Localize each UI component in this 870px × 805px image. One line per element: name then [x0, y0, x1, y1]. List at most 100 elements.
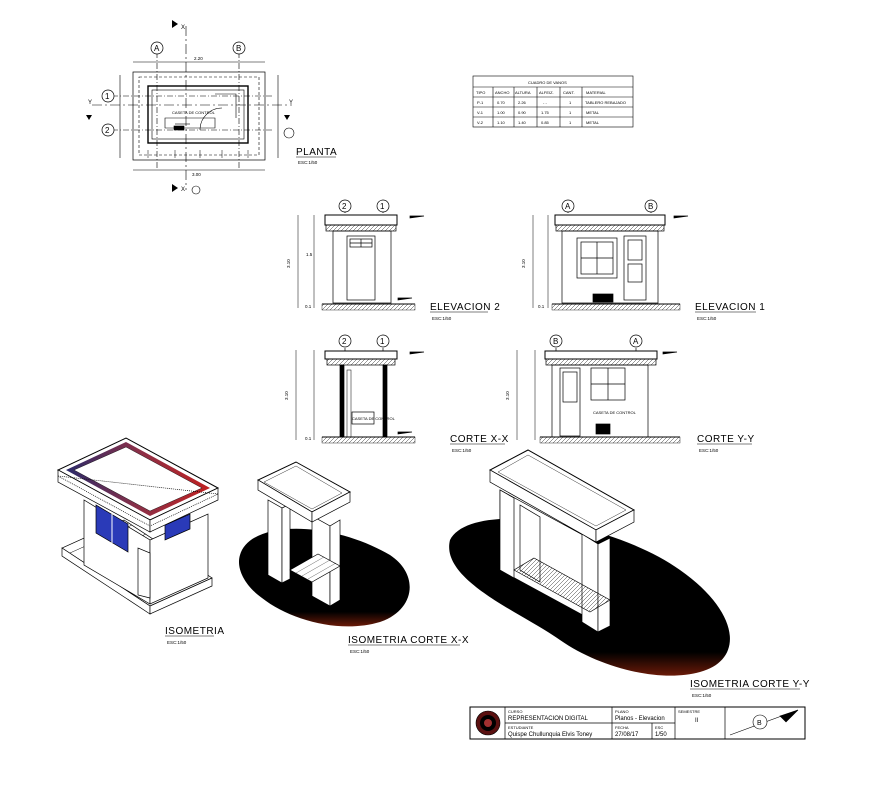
corte-yy-title: CORTE Y-Y: [697, 434, 755, 445]
axis-bubble-1: [376, 334, 390, 348]
title-block: [469, 706, 806, 740]
vanos-row: V-1 1.00 0.90 1.75 1 METAL: [477, 110, 600, 115]
vanos-row: P-1 0.70 2.26 - - 1 TABLERO REBAJADO: [477, 100, 626, 105]
corte-yy-bubbles: [549, 334, 643, 348]
vanos-cell: 0.70: [497, 100, 506, 105]
axis-bubble-2: [338, 334, 352, 348]
vanos-cell: 1.40: [518, 120, 527, 125]
vanos-cell: 2.26: [518, 100, 527, 105]
iso-corte-yy-scale: ESC:1/50: [692, 693, 712, 698]
iso-corte-yy-title: ISOMETRIA CORTE Y-Y: [690, 679, 810, 690]
corteyy-axis-a: A: [633, 337, 639, 346]
corte-xx-scale: ESC:1/50: [452, 448, 472, 453]
vanos-header-cell: ANCHO: [495, 90, 509, 95]
elev1-dim-sub: 0.1: [538, 304, 545, 309]
planta-section-markers: [86, 20, 295, 195]
elevacion-2-view: [297, 200, 425, 311]
corte-yy-scale: ESC:1/50: [699, 448, 719, 453]
cortexx-axis-2: 2: [342, 337, 347, 346]
elev1-axis-b: B: [648, 202, 653, 211]
isometria-scale: ESC:1/50: [167, 640, 187, 645]
iso-corte-xx-title: ISOMETRIA CORTE X-X: [348, 635, 469, 646]
axis-bubble-a: [629, 334, 643, 348]
iso-corte-xx-scale: ESC:1/50: [350, 649, 370, 654]
elev2-dim-sub: 1.5: [306, 252, 313, 257]
tb-estudiante-label: ESTUDIANTE: [508, 725, 534, 730]
planta-section-x-top: X: [181, 25, 185, 31]
cortexx-axis-1: 1: [380, 337, 385, 346]
vanos-cell: 1.10: [497, 120, 506, 125]
tb-lamina: B: [757, 720, 762, 727]
tb-curso: REPRESENTACION DIGITAL: [508, 716, 588, 722]
planta-section-y-left: Y: [88, 100, 92, 106]
elev2-axis-1: 1: [380, 202, 385, 211]
vanos-cell: V-1: [477, 110, 484, 115]
vanos-cell: P-1: [477, 100, 484, 105]
elev2-dim-sub: 0.1: [305, 304, 312, 309]
elevacion-1-view: [532, 200, 689, 311]
planta-axis-b: B: [236, 44, 241, 53]
vanos-header-cell: ALFEIZ.: [539, 90, 554, 95]
planta-grid-bubbles: [101, 41, 246, 137]
planta-section-x-bottom: X: [181, 187, 185, 193]
isometria-title: ISOMETRIA: [165, 626, 225, 637]
axis-bubble-2: [338, 199, 352, 213]
planta-room-label: CASETA DE CONTROL: [172, 110, 216, 115]
tb-plano-label: PLANO: [615, 709, 629, 714]
vanos-cell: METAL: [586, 110, 600, 115]
vanos-header-cell: MATERIAL: [586, 90, 606, 95]
vanos-cell: TABLERO REBAJADO: [585, 100, 626, 105]
elevacion-1-bubbles: [561, 199, 658, 213]
iso-corte-yy-view: [449, 449, 730, 676]
vanos-cell: METAL: [586, 120, 600, 125]
tb-semestre: II: [695, 718, 699, 724]
axis-bubble-b: [232, 41, 246, 55]
vanos-cell: - -: [543, 100, 547, 105]
elevacion-2-bubbles: [338, 199, 390, 213]
vanos-header-cell: ALTURA: [515, 90, 531, 95]
vanos-cell: 1.75: [541, 110, 550, 115]
axis-bubble-2: [101, 123, 115, 137]
vanos-cell: 0.85: [541, 120, 550, 125]
planta-dim-top: 2.20: [194, 56, 203, 61]
cortexx-dim-sub: 0.1: [305, 436, 312, 441]
corte-xx-view: [295, 338, 425, 444]
axis-bubble-1: [101, 89, 115, 103]
logo-seal: [475, 710, 501, 736]
corte-yy-room: CASETA DE CONTROL: [593, 410, 637, 415]
vanos-row: V-2 1.10 1.40 0.85 1 METAL: [477, 120, 600, 125]
cortexx-dim-height: 3.10: [284, 391, 289, 400]
tb-estudiante: Quispe Chullunquia Elvis Toney: [508, 732, 592, 738]
north-arrow-icon: [729, 709, 799, 736]
vanos-cell: 1: [569, 110, 572, 115]
planta-title: PLANTA: [296, 147, 337, 158]
vanos-cell: V-2: [477, 120, 484, 125]
planta-axis-a: A: [154, 44, 160, 53]
planta-axis-2: 2: [105, 126, 110, 135]
iso-corte-xx-view: [238, 461, 410, 627]
vanos-cell: 0.90: [518, 110, 527, 115]
axis-bubble-1: [376, 199, 390, 213]
corte-xx-bubbles: [338, 334, 390, 348]
tb-semestre-label: SEMESTRE: [678, 709, 700, 714]
axis-bubble-b: [549, 334, 563, 348]
planta-axis-1: 1: [105, 92, 110, 101]
vanos-headers: TIPO ANCHO ALTURA ALFEIZ. CANT. MATERIAL: [476, 90, 606, 95]
elev2-dim-height: 3.10: [286, 259, 291, 268]
elev1-dim-height: 3.10: [521, 259, 526, 268]
planta-dim-bottom: 3.00: [192, 172, 201, 177]
vanos-cell: 1: [569, 120, 572, 125]
planta-scale: ESC:1/50: [298, 160, 318, 165]
vanos-table: [472, 75, 634, 128]
isometria-view: [56, 437, 220, 615]
tb-curso-label: CURSO: [508, 709, 522, 714]
tb-esc: 1/50: [655, 732, 667, 738]
elevacion-1-scale: ESC:1/50: [697, 316, 717, 321]
corte-xx-room: CASETA DE CONTROL: [352, 416, 396, 421]
elevacion-2-scale: ESC:1/50: [432, 316, 452, 321]
elev1-axis-a: A: [565, 202, 571, 211]
vanos-header-cell: CANT.: [563, 90, 575, 95]
tb-fecha-label: FECHA: [615, 725, 629, 730]
